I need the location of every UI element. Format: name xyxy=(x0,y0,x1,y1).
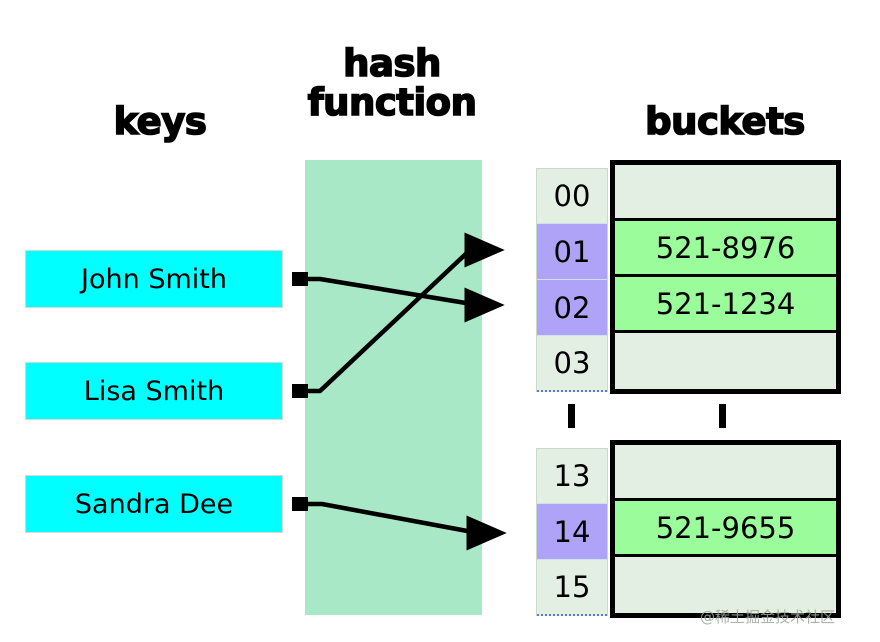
table-gap-indicator-right xyxy=(719,404,726,428)
table-gap-indicator-left xyxy=(568,404,575,428)
keys-heading: keys xyxy=(113,100,208,143)
bucket-value-cell: 521-8976 xyxy=(615,221,836,277)
bucket-value-cell: 521-1234 xyxy=(615,277,836,333)
bucket-index-column-top: 00 01 02 03 xyxy=(536,168,608,392)
buckets-heading: buckets xyxy=(644,100,806,143)
hash-function-heading: hash function xyxy=(307,42,478,124)
key-box-john-smith: John Smith xyxy=(25,250,283,308)
bucket-index-cell: 02 xyxy=(537,280,607,336)
bucket-value-cell xyxy=(615,165,836,221)
bucket-value-cell xyxy=(615,557,836,613)
key-box-lisa-smith: Lisa Smith xyxy=(25,362,283,420)
bucket-index-cell: 14 xyxy=(537,504,607,560)
bucket-value-cell xyxy=(615,445,836,501)
bucket-value-table-top: 521-8976 521-1234 xyxy=(610,160,841,394)
key-box-sandra-dee: Sandra Dee xyxy=(25,475,283,533)
bucket-index-cell: 01 xyxy=(537,224,607,280)
bucket-value-cell: 521-9655 xyxy=(615,501,836,557)
bucket-value-table-bottom: 521-9655 xyxy=(610,440,841,618)
bucket-index-column-bottom: 13 14 15 xyxy=(536,448,608,616)
bucket-index-cell: 00 xyxy=(537,168,607,224)
bucket-index-cell: 03 xyxy=(537,336,607,392)
bucket-index-cell: 13 xyxy=(537,448,607,504)
bucket-index-cell: 15 xyxy=(537,560,607,616)
bucket-value-cell xyxy=(615,333,836,389)
hash-function-panel xyxy=(305,160,482,615)
watermark: @稀土掘金技术社区 xyxy=(700,608,836,626)
